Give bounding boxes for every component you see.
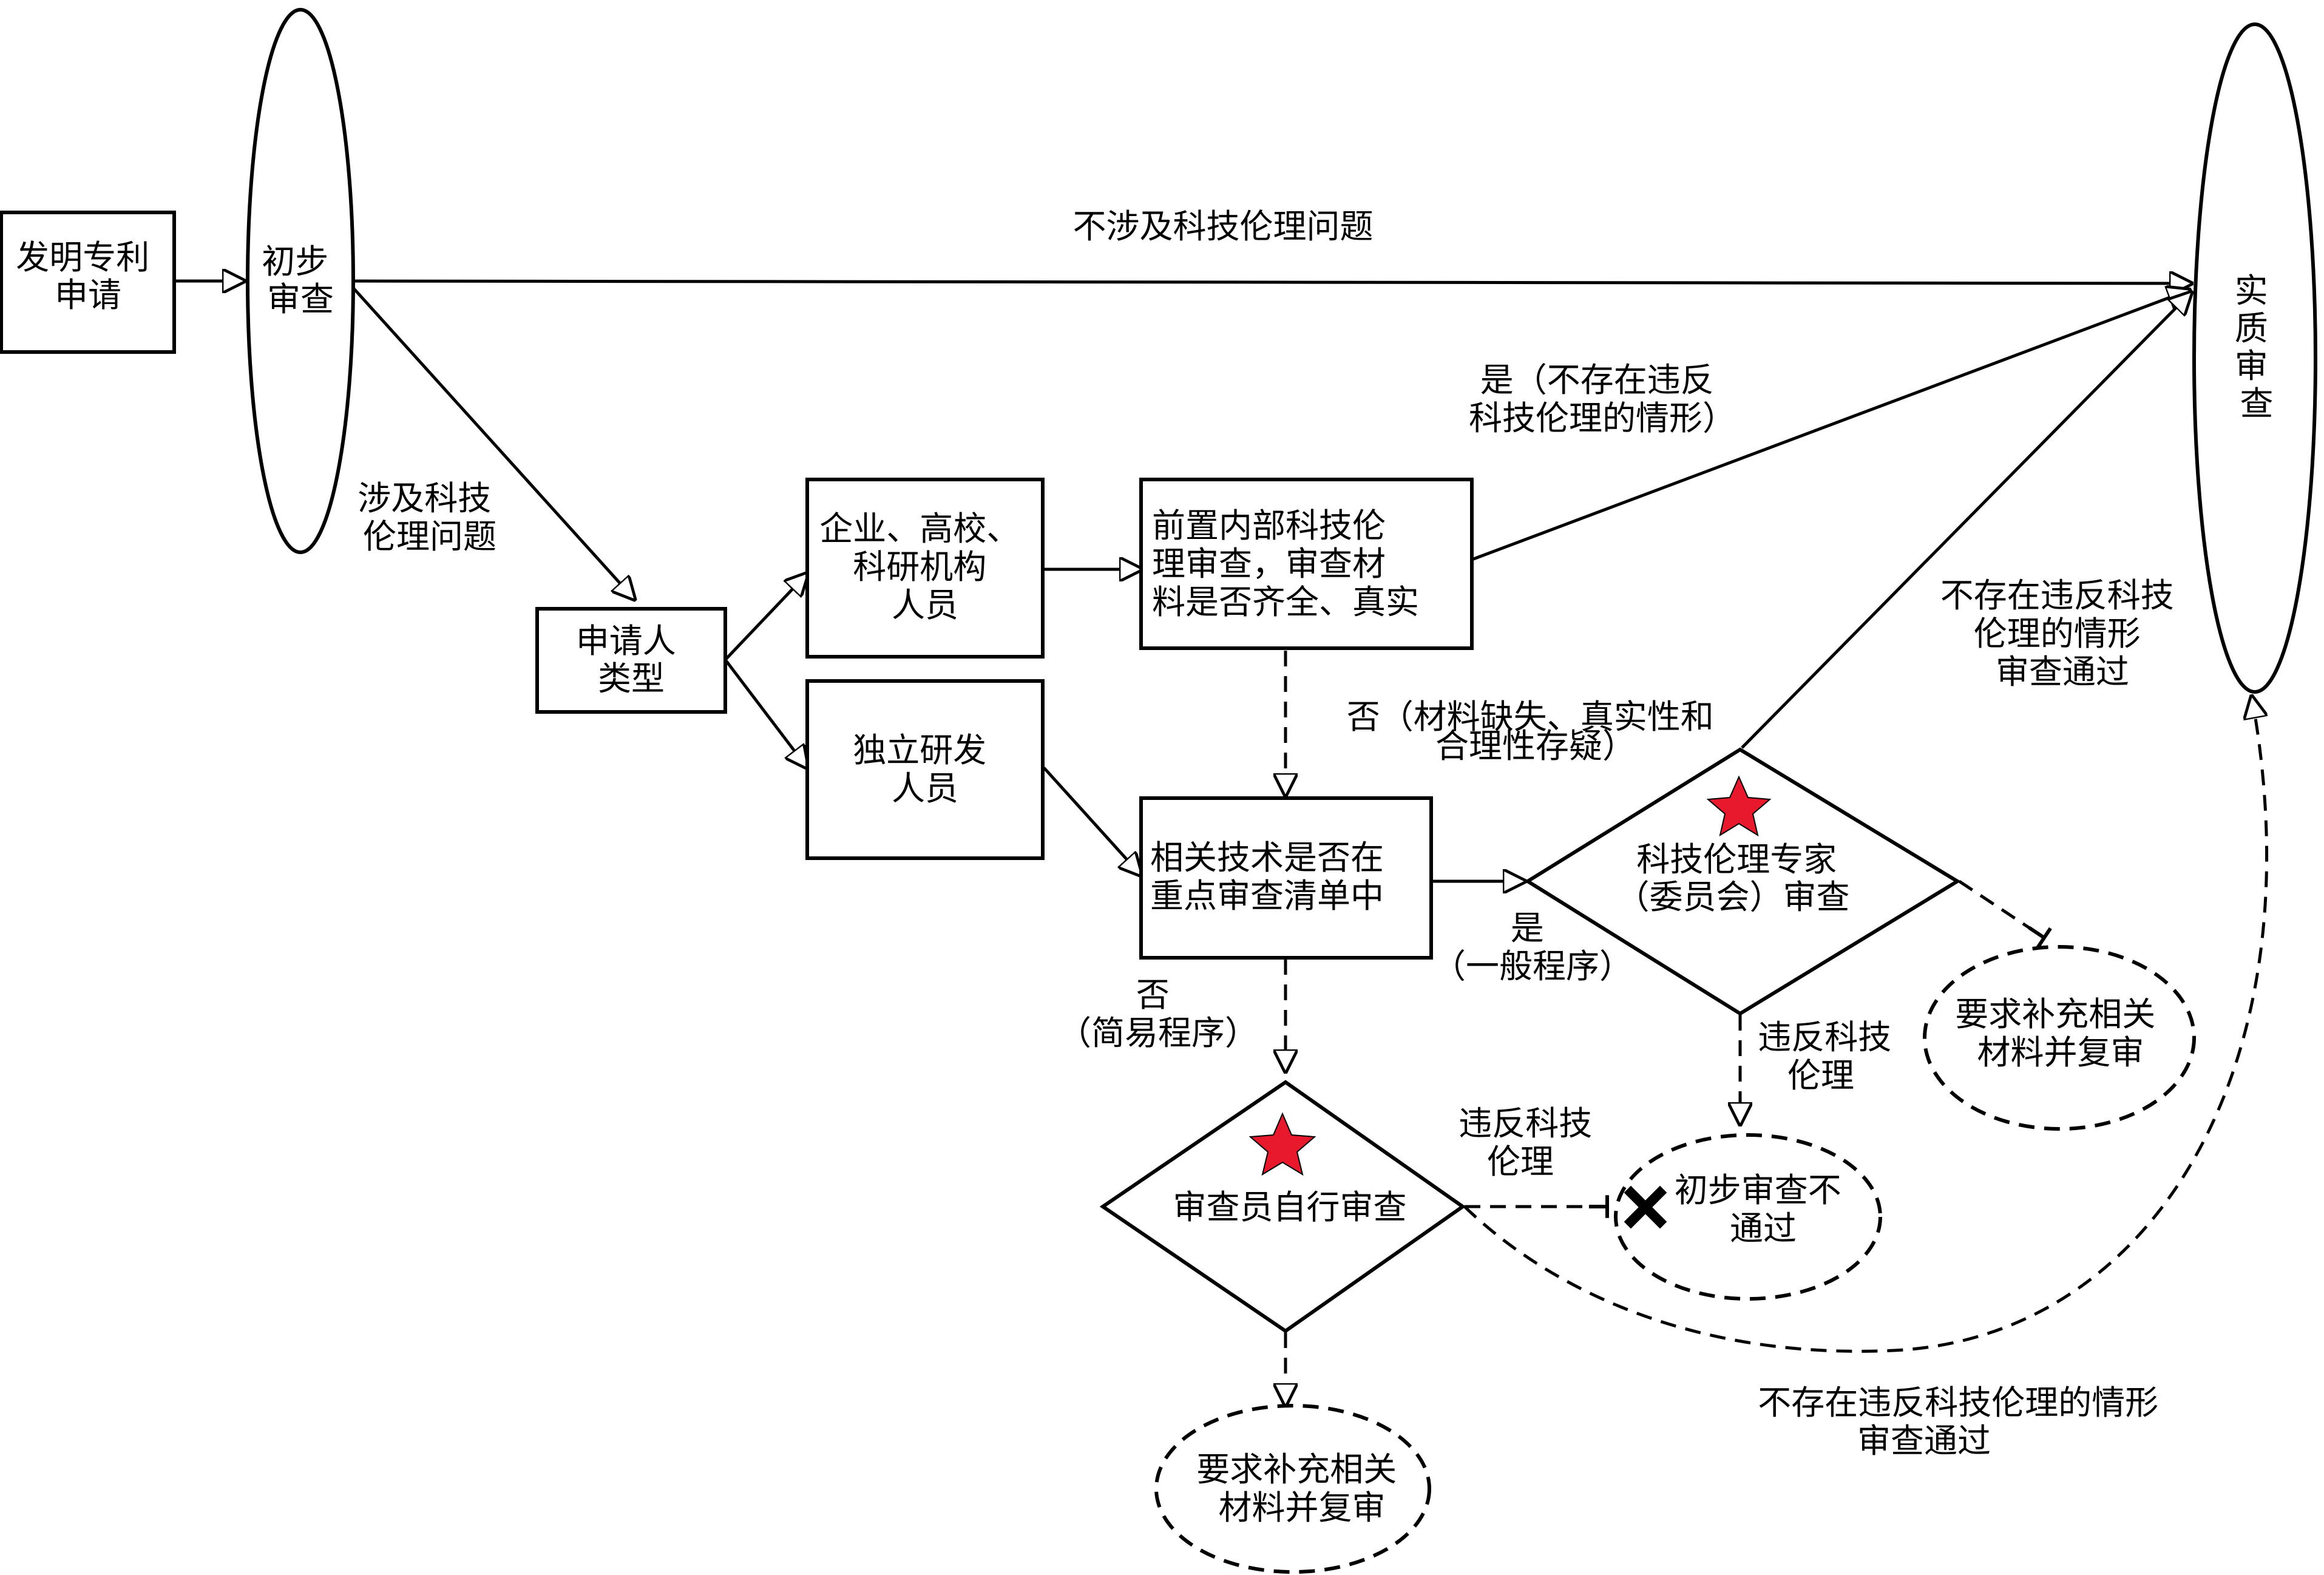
node-substantive-review: 实 质 审 查 — [2192, 22, 2317, 694]
node-examiner-review: 审查员自行审查 — [1099, 1080, 1466, 1333]
edge-examiner-to-substantive — [1463, 697, 2269, 1353]
edge-prelim-to-substantive — [350, 281, 2191, 283]
label-examiner-violation: 违反科技 伦理 — [1458, 1104, 1603, 1181]
edge-applicant-to-independent — [724, 659, 807, 768]
label-no-missing: 否（材料缺失、真实性和 合理性存疑） — [1347, 697, 1725, 765]
node-key-list-text: 相关技术是否在 重点审查清单中 — [1150, 838, 1395, 915]
edge-applicant-to-enterprise — [724, 574, 807, 661]
node-application: 发明专利 申请 — [0, 211, 176, 354]
node-expert-review-text: 科技伦理专家 （委员会）审查 — [1616, 840, 1849, 916]
node-internal-review: 前置内部科技伦 理审查，审查材 料是否齐全、真实 — [1139, 478, 1474, 650]
edges — [176, 281, 2269, 1405]
nodes: 发明专利 申请 初步 审查 实 质 审 查 申请人 类型 — [0, 8, 2317, 1574]
node-applicant-type: 申请人 类型 — [535, 607, 727, 714]
label-expert-pass: 不存在违反科技 伦理的情形 审查通过 — [1940, 576, 2185, 691]
label-yes-general: 是 （一般程序） — [1432, 909, 1633, 986]
edge-internal-to-substantive — [1471, 290, 2189, 561]
label-no-ethics: 不涉及科技伦理问题 — [1072, 207, 1373, 246]
node-key-list: 相关技术是否在 重点审查清单中 — [1139, 796, 1433, 960]
node-enterprise-text: 企业、高校、 科研机构 人员 — [819, 509, 1031, 625]
edge-labels: 不涉及科技伦理问题 涉及科技 伦理问题 是（不存在违反 科技伦理的情形） 否（材… — [357, 207, 2185, 1460]
node-substantive-review-text: 实 质 审 查 — [2235, 271, 2279, 423]
node-enterprise: 企业、高校、 科研机构 人员 — [805, 478, 1045, 659]
node-prelim-review: 初步 审查 — [246, 8, 355, 554]
edge-expert-to-substantive — [1741, 293, 2191, 749]
node-supplement-right-text: 要求补充相关 材料并复审 — [1955, 995, 2166, 1072]
edge-independent-to-keylist — [1043, 767, 1141, 875]
node-prelim-review-text: 初步 审查 — [262, 242, 339, 319]
edge-expert-to-supplement — [1958, 879, 2052, 949]
cross-icon — [1624, 1185, 1667, 1229]
node-prelim-fail: 初步审查不 通过 — [1614, 1133, 1882, 1301]
node-application-text: 发明专利 申请 — [16, 238, 160, 314]
label-expert-violation: 违反科技 伦理 — [1758, 1018, 1902, 1095]
label-no-simple: 否 （简易程序） — [1058, 975, 1258, 1052]
node-supplement-right: 要求补充相关 材料并复审 — [1923, 945, 2196, 1131]
node-internal-review-text: 前置内部科技伦 理审查，审查材 料是否齐全、真实 — [1152, 506, 1419, 622]
star-icon — [1706, 775, 1772, 837]
node-supplement-bottom-text: 要求补充相关 材料并复审 — [1196, 1450, 1408, 1527]
node-independent: 独立研发 人员 — [805, 679, 1045, 860]
node-prelim-fail-text: 初步审查不 通过 — [1675, 1171, 1852, 1248]
label-yes-no-violation: 是（不存在违反 科技伦理的情形） — [1469, 361, 1736, 438]
node-supplement-bottom: 要求补充相关 材料并复审 — [1154, 1404, 1431, 1574]
node-independent-text: 独立研发 人员 — [853, 731, 997, 808]
star-icon — [1248, 1112, 1316, 1176]
node-examiner-review-text: 审查员自行审查 — [1173, 1188, 1406, 1227]
edge-prelim-to-applicant-type — [350, 284, 634, 599]
node-applicant-type-text: 申请人 类型 — [576, 622, 687, 698]
node-expert-review: 科技伦理专家 （委员会）审查 — [1524, 747, 1961, 1016]
icons — [1248, 775, 1772, 1229]
label-involves-ethics: 涉及科技 伦理问题 — [357, 479, 502, 556]
label-examiner-pass: 不存在违反科技伦理的情形 审查通过 — [1758, 1383, 2169, 1460]
